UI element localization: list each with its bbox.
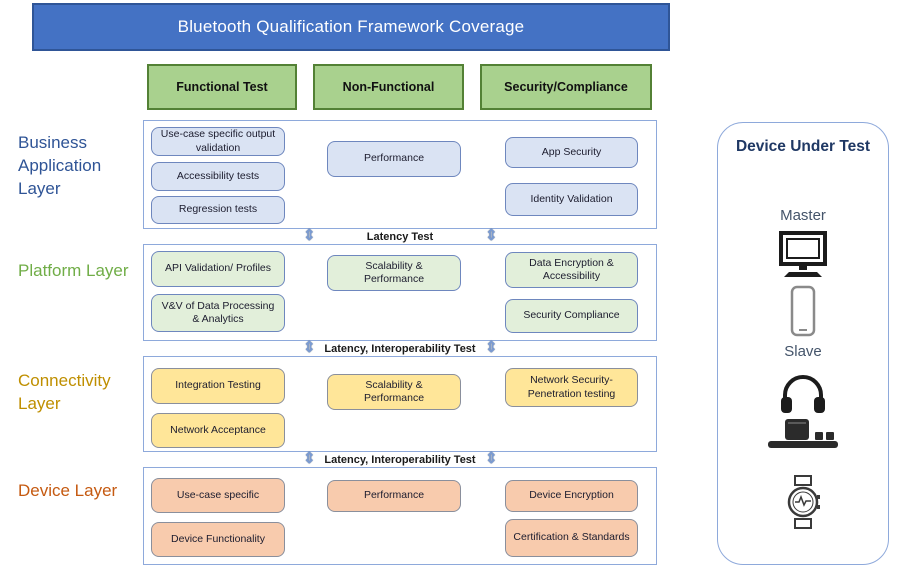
test-box: Data Encryption & Accessibility: [505, 252, 638, 288]
connector-label: Latency Test: [366, 230, 434, 243]
column-header-label: Non-Functional: [342, 80, 435, 94]
monitor-icon: [718, 231, 888, 279]
double-arrow-icon: ⇕: [485, 450, 498, 467]
test-box: Accessibility tests: [151, 162, 285, 191]
test-box: Regression tests: [151, 196, 285, 224]
test-box: Device Encryption: [505, 480, 638, 512]
column-header-functional: Functional Test: [147, 64, 297, 110]
connector-latency-interoperability-test: ⇕ Latency, Interoperability Test ⇕: [143, 339, 657, 356]
double-arrow-icon: ⇕: [485, 227, 498, 244]
smartwatch-icon: [718, 475, 888, 529]
layer-label-device: Device Layer: [18, 481, 118, 500]
test-box: Network Acceptance: [151, 413, 285, 448]
speaker-icon: [718, 419, 888, 451]
headphones-icon: [718, 373, 888, 415]
connector-label: Latency, Interoperability Test: [324, 342, 476, 355]
diagram-title: Bluetooth Qualification Framework Covera…: [32, 3, 670, 51]
double-arrow-icon: ⇕: [303, 339, 316, 356]
layer-label-connectivity: Connectivity Layer: [18, 371, 111, 413]
device-under-test-panel: Device Under Test Master Slave: [717, 122, 889, 565]
test-box: API Validation/ Profiles: [151, 251, 285, 287]
layer-label-business-application: Business Application Layer: [18, 133, 102, 198]
test-box: Scalability & Performance: [327, 255, 461, 291]
double-arrow-icon: ⇕: [303, 227, 316, 244]
column-header-label: Functional Test: [176, 80, 268, 94]
connector-label: Latency, Interoperability Test: [324, 453, 476, 466]
row-device-layer: Use-case specific Device Functionality P…: [143, 467, 657, 565]
test-box: App Security: [505, 137, 638, 168]
device-under-test-title: Device Under Test: [735, 138, 871, 155]
layer-label-platform: Platform Layer: [18, 261, 129, 280]
test-box: Identity Validation: [505, 183, 638, 216]
test-box: Performance: [327, 141, 461, 177]
double-arrow-icon: ⇕: [303, 450, 316, 467]
column-header-label: Security/Compliance: [504, 80, 628, 94]
diagram-title-text: Bluetooth Qualification Framework Covera…: [177, 17, 525, 36]
connector-latency-interoperability-test: ⇕ Latency, Interoperability Test ⇕: [143, 450, 657, 467]
column-header-non-functional: Non-Functional: [313, 64, 464, 110]
row-business-application-layer: Use-case specific output validation Acce…: [143, 120, 657, 229]
test-box: Scalability & Performance: [327, 374, 461, 410]
test-box: V&V of Data Processing & Analytics: [151, 294, 285, 332]
column-header-security-compliance: Security/Compliance: [480, 64, 652, 110]
test-box: Security Compliance: [505, 299, 638, 333]
test-box: Device Functionality: [151, 522, 285, 557]
test-box: Network Security- Penetration testing: [505, 368, 638, 407]
test-box: Use-case specific: [151, 478, 285, 513]
connector-latency-test: ⇕ Latency Test ⇕: [143, 227, 657, 244]
master-label: Master: [780, 207, 826, 224]
row-connectivity-layer: Integration Testing Network Acceptance S…: [143, 356, 657, 452]
row-platform-layer: API Validation/ Profiles V&V of Data Pro…: [143, 244, 657, 341]
test-box: Use-case specific output validation: [151, 127, 285, 156]
test-box: Certification & Standards: [505, 519, 638, 557]
test-box: Performance: [327, 480, 461, 512]
double-arrow-icon: ⇕: [485, 339, 498, 356]
test-box: Integration Testing: [151, 368, 285, 404]
slave-label: Slave: [784, 343, 822, 360]
smartphone-icon: [718, 285, 888, 337]
